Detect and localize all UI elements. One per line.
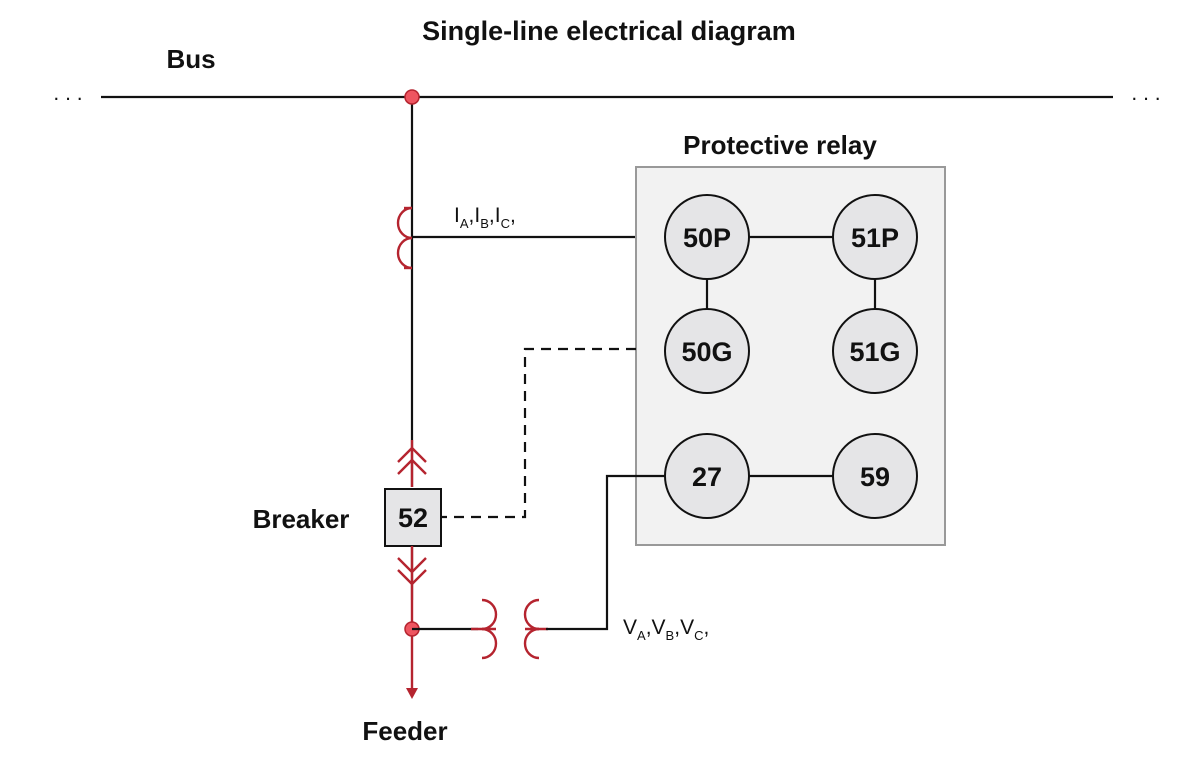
breaker-upper-disconnect-icon [397, 440, 427, 487]
svg-text:50G: 50G [681, 337, 732, 367]
relay-node-59[interactable]: 59 [832, 433, 918, 519]
breaker-52[interactable]: 52 [384, 488, 442, 547]
svg-text:51P: 51P [851, 223, 899, 253]
svg-text:50P: 50P [683, 223, 731, 253]
bus-ellipsis-left: . . . [53, 82, 82, 105]
relay-node-27[interactable]: 27 [664, 433, 750, 519]
trip-signal-dashed-wire [441, 347, 636, 519]
bus-ellipsis-right: . . . [1131, 82, 1160, 105]
relay-node-50p[interactable]: 50P [664, 194, 750, 280]
relay-node-51p[interactable]: 51P [832, 194, 918, 280]
breaker-label: Breaker [253, 504, 350, 534]
svg-text:51G: 51G [849, 337, 900, 367]
current-signals-label: IA,IB,IC, [454, 204, 516, 231]
breaker-lower-disconnect-icon [397, 546, 427, 600]
feeder-label: Feeder [362, 716, 447, 746]
current-transformer-icon [396, 206, 413, 270]
feeder-arrow-icon [406, 688, 418, 699]
svg-text:59: 59 [860, 462, 890, 492]
voltage-transformer-icon [471, 598, 548, 660]
svg-text:27: 27 [692, 462, 722, 492]
relay-node-50g[interactable]: 50G [664, 308, 750, 394]
relay-node-51g[interactable]: 51G [832, 308, 918, 394]
vt-signal-wire [546, 474, 666, 631]
voltage-signals-label: VA,VB,VC, [623, 616, 709, 643]
bus-label: Bus [166, 44, 215, 74]
svg-text:52: 52 [398, 503, 428, 533]
bus-junction-dot [404, 89, 420, 105]
relay-label: Protective relay [683, 130, 877, 160]
diagram-title: Single-line electrical diagram [422, 16, 796, 46]
